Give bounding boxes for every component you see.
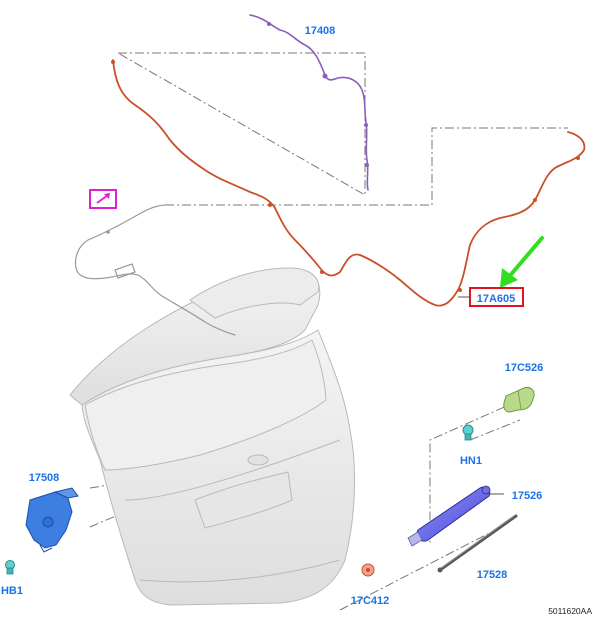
label-17A605: 17A605 [477, 293, 516, 305]
label-17508: 17508 [29, 472, 60, 484]
harness-17A605-clip-1 [111, 60, 115, 64]
harness-17A605-clip-6 [576, 156, 580, 160]
pencil-edit-icon [96, 193, 110, 204]
green-pointer-arrow-icon [500, 236, 544, 288]
cap-17C526-body [503, 387, 535, 413]
strut-17526-rod [407, 531, 423, 547]
screw-HN1-head [462, 424, 474, 436]
screw-HN1-shank [464, 433, 472, 441]
label-HB1: HB1 [1, 585, 23, 597]
magenta-callout [89, 189, 117, 209]
rod-17528-body [438, 514, 518, 572]
cap-17C526-rib [517, 389, 522, 410]
part-17528-rod [437, 514, 518, 573]
leader-strut-lower [339, 524, 506, 611]
part-17526-strut [407, 485, 491, 547]
harness-17A605-clip-5 [533, 198, 537, 202]
harness-17A605-clip-4 [458, 288, 462, 292]
rod-17528-end [437, 567, 443, 573]
leader-cap-bracket [429, 399, 521, 545]
harness-17408-clip-1 [267, 22, 271, 26]
liftgate-window-frame [84, 339, 327, 471]
harness-17A605-clip-3 [320, 270, 324, 274]
latch-17508-pivot [42, 516, 54, 528]
leader-hinge [469, 419, 521, 441]
liftgate-plate-recess [194, 471, 293, 529]
label-17526: 17526 [512, 490, 543, 502]
liftgate-lower-crease [124, 439, 341, 501]
label-HN1: HN1 [460, 455, 482, 467]
harness-17A605 [111, 59, 586, 307]
liftgate-bottom-lip [139, 559, 341, 583]
latch-17508-lever [53, 487, 79, 499]
liftgate-body [69, 267, 356, 606]
harness-grey-connector [114, 263, 136, 279]
part-HN1-screw [462, 424, 474, 441]
label-17C412: 17C412 [351, 595, 390, 607]
clip-17C412-center [366, 568, 370, 572]
harness-17408-clip-3 [364, 123, 368, 127]
harness-grey-wire [74, 204, 236, 336]
bolt-HB1-shank [6, 567, 14, 575]
harness-17408 [249, 14, 369, 191]
rod-17528-highlight [440, 514, 516, 569]
label-17C526: 17C526 [505, 362, 544, 374]
strut-17526-cylinder [416, 486, 491, 542]
leader-harness-main [165, 127, 568, 206]
liftgate-spoiler [189, 267, 320, 319]
part-17C526-cap [503, 387, 535, 413]
strut-17526-end-fitting [481, 485, 491, 495]
latch-17508-cable [39, 544, 53, 553]
part-HB1-bolt [5, 560, 15, 575]
harness-17A605-clip-2 [268, 203, 272, 207]
part-17C412-clip [361, 563, 375, 577]
harness-17408-clip-2 [322, 73, 328, 79]
harness-grey [74, 204, 236, 336]
label-17408: 17408 [305, 25, 336, 37]
liftgate-emblem [247, 454, 269, 466]
label-17528: 17528 [477, 569, 508, 581]
harness-grey-clip [106, 230, 110, 234]
part-17508-latch [25, 487, 79, 553]
leader-harness-upper [117, 52, 366, 196]
harness-17408-clip-4 [365, 163, 369, 167]
harness-17408-wire [249, 14, 369, 191]
figure-code: 5011620AA [548, 606, 592, 616]
